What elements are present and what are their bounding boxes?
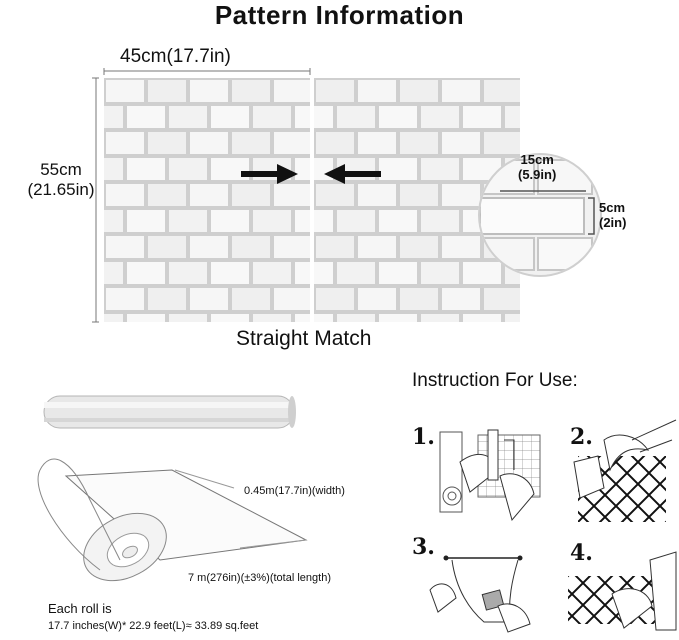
step-4-illustration (568, 551, 677, 631)
brick-width-in: (5.9in) (518, 167, 557, 182)
step-3-number: 3. (412, 534, 435, 560)
brick-width-label: 15cm (5.9in) (518, 152, 556, 182)
instructions-title: Instruction For Use: (412, 370, 578, 391)
roll-length-label: 7 m(276in)(±3%)(total length) (188, 572, 331, 584)
zoom-circle (478, 153, 602, 277)
match-type-label: Straight Match (236, 327, 372, 350)
height-dimension-bracket (92, 77, 99, 323)
arrow-right-icon (241, 164, 298, 184)
step-3-illustration (429, 555, 531, 633)
width-dimension-bracket (103, 68, 311, 75)
brick-width-cm: 15cm (520, 152, 554, 167)
step-1-illustration (439, 429, 541, 522)
step-4-number: 4. (570, 540, 593, 566)
roll-coverage-text: 17.7 inches(W)* 22.9 feet(L)≈ 33.89 sq.f… (48, 620, 259, 632)
wallpaper-roll-image (43, 395, 296, 429)
page-title: Pattern Information (214, 0, 465, 30)
roll-width-label: 0.45m(17.7in)(width) (244, 485, 345, 497)
panel-height-label: 55cm (21.65in) (20, 160, 102, 200)
brick-height-cm: 5cm (599, 200, 626, 215)
step-1-number: 1. (412, 424, 435, 450)
roll-info-heading: Each roll is (48, 601, 112, 616)
arrow-left-icon (324, 164, 381, 184)
unrolled-sheet-diagram (37, 458, 308, 582)
brick-panel-left (104, 78, 310, 322)
step-2-illustration (573, 419, 677, 522)
panel-height-in: (21.65in) (27, 180, 95, 199)
brick-height-in: (2in) (599, 215, 627, 230)
step-2-number: 2. (570, 424, 593, 450)
panel-width-label: 45cm(17.7in) (120, 46, 231, 67)
brick-height-label: 5cm (2in) (599, 200, 626, 230)
panel-height-cm: 55cm (40, 160, 82, 179)
